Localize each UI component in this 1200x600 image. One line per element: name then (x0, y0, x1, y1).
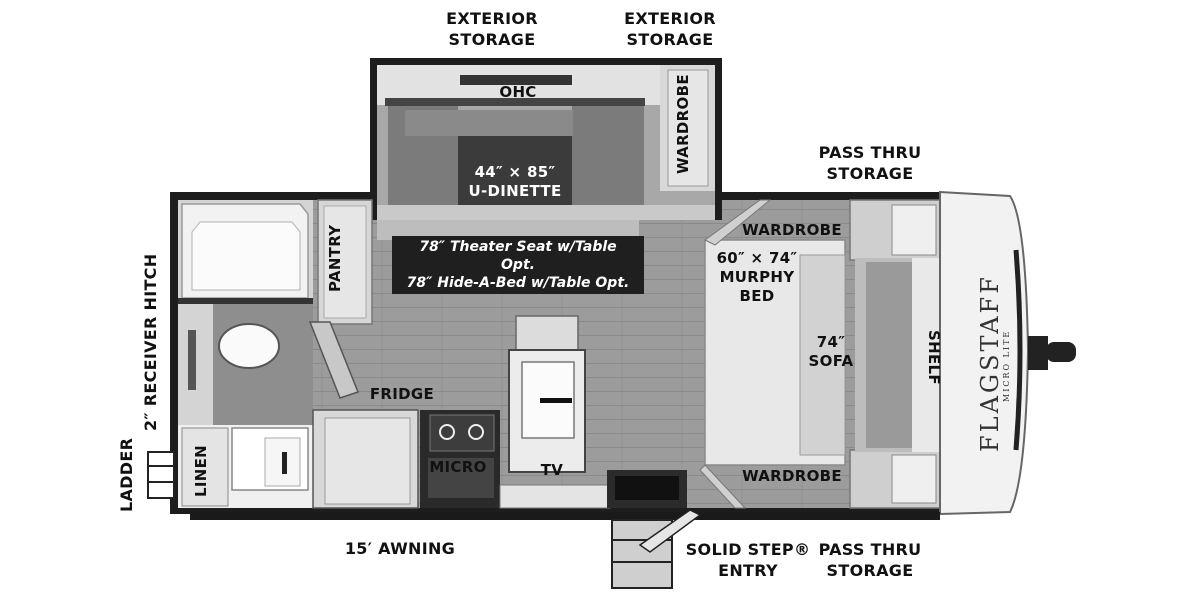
label-line: SOFA (808, 352, 854, 370)
label-line: EXTERIOR (624, 9, 716, 28)
front-cap (939, 190, 1076, 516)
label-line: EXTERIOR (446, 9, 538, 28)
linen-label: LINEN (192, 445, 210, 497)
label-line: BED (739, 287, 775, 305)
kitchen (308, 321, 687, 509)
pass-thru-storage-top-label: PASS THRU STORAGE (805, 142, 935, 184)
label-line: 60″ × 74″ (716, 249, 798, 267)
kitchen-island (508, 315, 586, 473)
entry-label: SOLID STEP® ENTRY (682, 539, 814, 581)
label-line: 78″ Theater Seat w/Table Opt. (419, 239, 617, 273)
murphy-bed-label: 60″ × 74″ MURPHY BED (702, 249, 812, 306)
awning-rail (190, 512, 940, 520)
wardrobe-top-label: WARDROBE (742, 221, 842, 239)
label-line: MURPHY (719, 268, 795, 286)
label-line: STORAGE (826, 561, 914, 580)
pantry-label: PANTRY (326, 224, 344, 292)
label-line: 74″ (816, 333, 846, 351)
brand-name: FLAGSTAFF (976, 274, 1004, 452)
label-line: ENTRY (718, 561, 778, 580)
slide-out (370, 58, 722, 220)
ohc-label: OHC (499, 83, 537, 101)
rear-bumper (147, 451, 175, 499)
label-line: U-DINETTE (468, 182, 562, 200)
label-line: PASS THRU (818, 143, 922, 162)
wardrobe-bottom-label: WARDROBE (742, 467, 842, 485)
exterior-storage-right-label: EXTERIOR STORAGE (610, 8, 730, 50)
ladder-label: LADDER (117, 437, 136, 513)
label-line: STORAGE (448, 30, 536, 49)
micro-label: MICRO (429, 458, 487, 476)
pass-thru-storage-bottom-label: PASS THRU STORAGE (805, 539, 935, 581)
awning-label: 15′ AWNING (344, 539, 456, 558)
label-line: 44″ × 85″ (474, 163, 556, 181)
fridge-label: FRIDGE (369, 385, 435, 403)
label-line: 78″ Hide-A-Bed w/Table Opt. (406, 275, 630, 291)
exterior-storage-left-label: EXTERIOR STORAGE (432, 8, 552, 50)
label-line: STORAGE (626, 30, 714, 49)
front-living-area (699, 199, 941, 509)
theater-seat-area (377, 220, 639, 240)
pantry (317, 199, 373, 325)
tv-label: TV (540, 461, 564, 479)
bathroom (178, 200, 313, 508)
entry-step (611, 509, 702, 589)
label-line: SOLID STEP® (685, 540, 811, 559)
receiver-hitch-label: 2″ RECEIVER HITCH (141, 253, 160, 432)
dinette-label: 44″ × 85″ U-DINETTE (455, 163, 575, 201)
wardrobe-slide-label: WARDROBE (674, 74, 692, 174)
label-line: STORAGE (826, 164, 914, 183)
brand-sub: MICRO LITE (1002, 329, 1011, 402)
shelf-label: SHELF (925, 329, 943, 385)
label-line: PASS THRU (818, 540, 922, 559)
seat-options-box: 78″ Theater Seat w/Table Opt. 78″ Hide-A… (392, 236, 644, 294)
sofa-label: 74″ SOFA (796, 333, 866, 371)
